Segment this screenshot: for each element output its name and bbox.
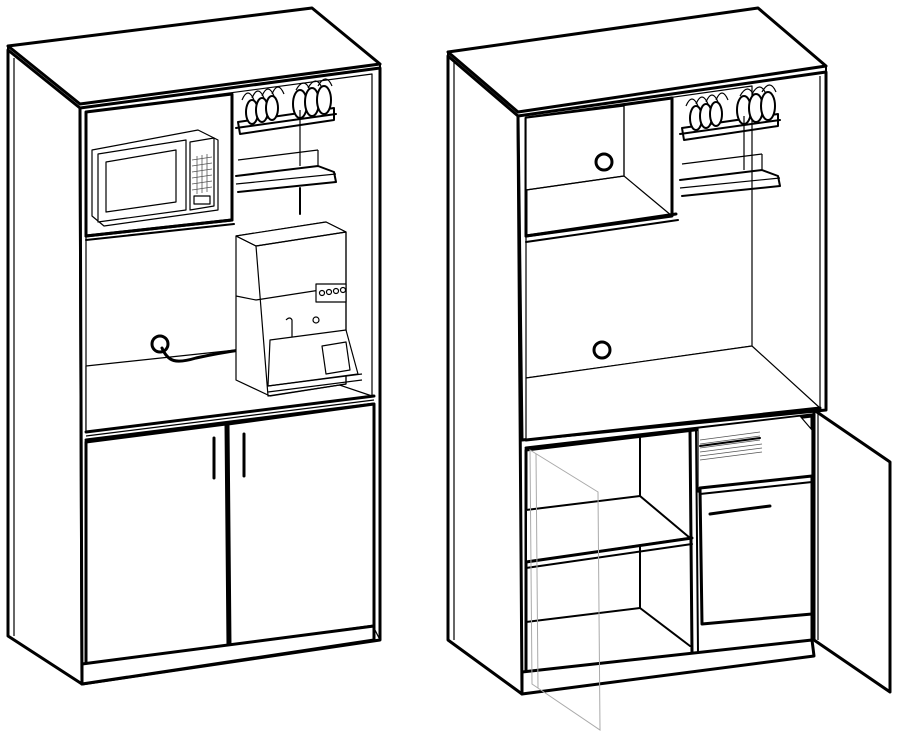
left-cabinet-plinth [80, 624, 376, 686]
right-cabinet-plinth [520, 638, 816, 696]
microwave [91, 129, 219, 227]
cable-grommet-left [150, 334, 242, 363]
left-cabinet [6, 6, 382, 686]
mini-fridge [697, 415, 814, 626]
ghost-door-left [529, 449, 601, 731]
right-cabinet [446, 6, 892, 731]
fridge-handle [708, 504, 772, 516]
cable-grommet-upper [594, 152, 614, 172]
fridge-vent-grille [699, 431, 763, 461]
right-cabinet-side-panel [446, 54, 524, 696]
door-left [84, 422, 230, 666]
dish-rack-left [235, 78, 337, 215]
double-doors [84, 402, 376, 666]
microwave-control-grid [191, 154, 213, 194]
left-cabinet-side-panel [6, 48, 84, 686]
upper-open-niche [524, 96, 679, 243]
shelf-section [524, 428, 699, 654]
door-right [226, 402, 376, 648]
cable-grommet-middle [592, 340, 612, 360]
open-door-right [812, 408, 892, 694]
coffee-machine-buttons [318, 286, 347, 297]
dish-rack-right [679, 84, 781, 197]
coffee-machine [235, 221, 363, 397]
